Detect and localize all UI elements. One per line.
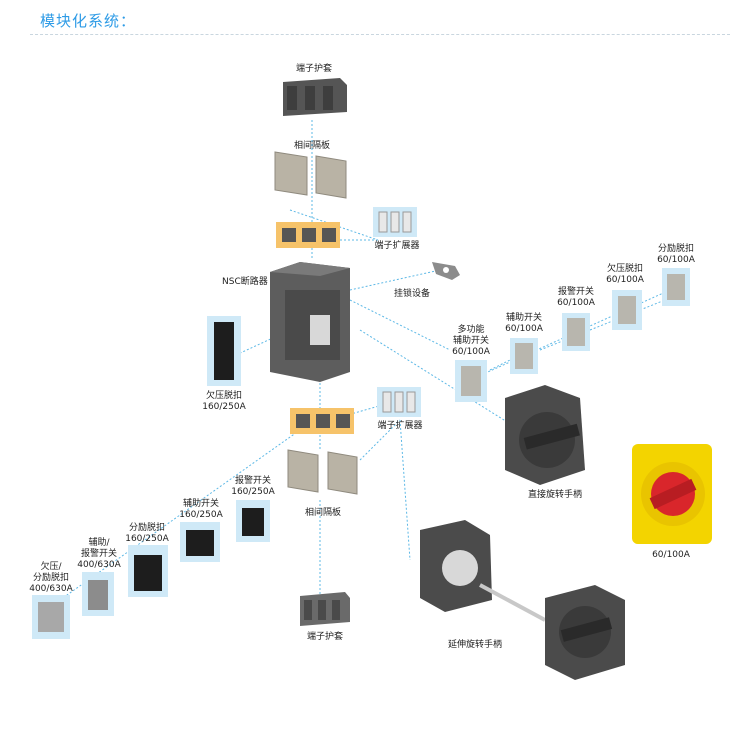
yellow-handle-part	[632, 444, 712, 544]
uv-shunt-400-part	[32, 595, 70, 639]
nsc-breaker-part	[270, 262, 350, 382]
terminal-extender-bottom-part	[377, 387, 421, 417]
alarm-switch-60-part	[562, 313, 590, 351]
label-nsc-breaker: NSC断路器	[222, 277, 268, 287]
aux-switch-160-part	[180, 522, 220, 562]
terminal-extender-highlight-bottom	[290, 408, 354, 434]
terminal-cover-bottom-part	[300, 592, 350, 626]
phase-barrier-top-part	[274, 151, 347, 199]
shunt-release-60-part	[662, 268, 690, 306]
label-phase-barrier-top: 相间隔板	[293, 141, 330, 151]
terminal-cover-top-part	[283, 78, 347, 116]
terminal-extender-top-part	[373, 207, 417, 237]
terminal-extender-highlight-top	[276, 222, 340, 248]
phase-barrier-bottom-part	[287, 449, 358, 495]
label-direct-handle: 直接旋转手柄	[527, 490, 582, 500]
uv-release-160-part	[207, 316, 241, 386]
aux-alarm-400-part	[82, 572, 114, 616]
label-terminal-ext-bottom: 端子扩展器	[377, 421, 423, 431]
lock-device-part	[432, 262, 460, 280]
direct-rotary-handle-part	[505, 385, 585, 485]
label-terminal-cover-bottom: 端子护套	[306, 632, 343, 642]
shunt-release-160-part	[128, 545, 168, 597]
alarm-switch-160-part	[236, 500, 270, 542]
multi-aux-60-part	[455, 360, 487, 402]
label-terminal-ext-top: 端子扩展器	[374, 241, 420, 251]
page-title: 模块化系统：	[40, 12, 137, 30]
extended-rotary-handle-part	[420, 520, 625, 680]
label-lock-device: 挂锁设备	[394, 289, 431, 299]
label-terminal-cover-top: 端子护套	[295, 64, 332, 74]
label-yellow-handle: 60/100A	[652, 550, 690, 560]
label-extended-handle: 延伸旋转手柄	[447, 640, 502, 650]
uv-release-60-part	[612, 290, 642, 330]
header-divider	[30, 34, 730, 35]
label-phase-barrier-bottom: 相间隔板	[304, 508, 341, 518]
aux-switch-60-part	[510, 338, 538, 374]
